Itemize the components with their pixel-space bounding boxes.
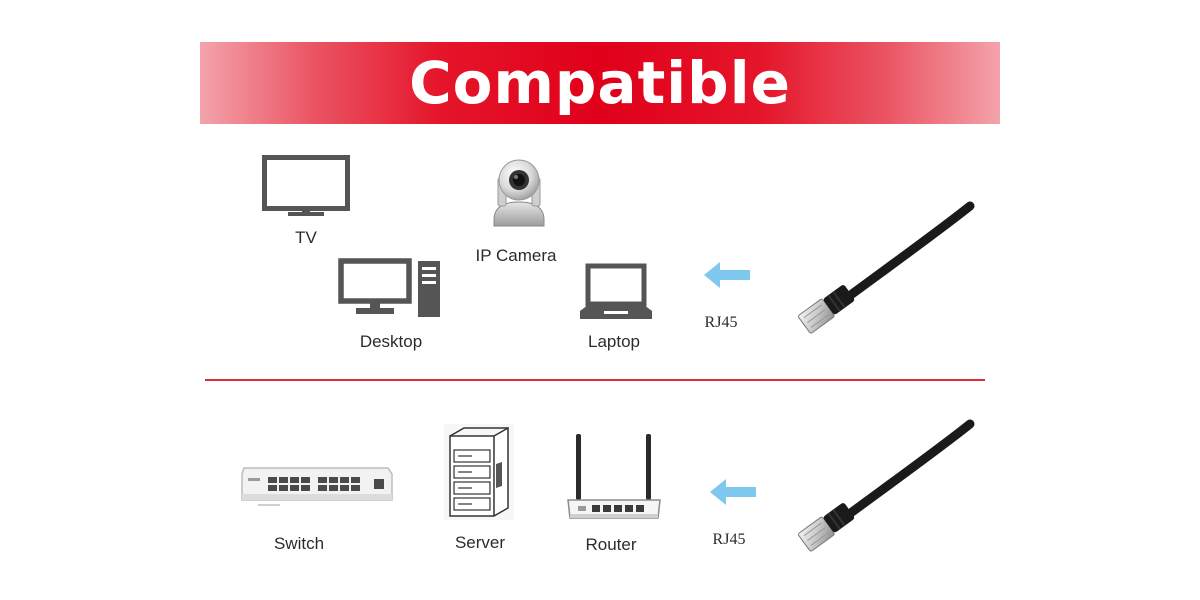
router-label: Router — [585, 535, 637, 554]
switch-icon — [238, 464, 394, 510]
tv-label: TV — [295, 228, 317, 247]
server-label: Server — [454, 533, 506, 552]
arrow-left-icon — [704, 262, 752, 288]
server-icon — [444, 424, 514, 520]
ip-camera-icon — [488, 150, 550, 230]
switch-label: Switch — [273, 534, 325, 553]
desktop-label: Desktop — [359, 332, 423, 351]
compatible-banner: Compatible — [200, 42, 1000, 124]
desktop-icon — [338, 258, 444, 320]
laptop-icon — [580, 263, 652, 321]
tv-icon — [262, 155, 350, 217]
section-divider — [205, 379, 985, 381]
banner-title: Compatible — [409, 49, 791, 117]
arrow-left-icon — [710, 479, 758, 505]
ip-camera-label: IP Camera — [475, 246, 557, 265]
rj45-cable-icon — [790, 200, 980, 340]
router-icon — [566, 432, 662, 522]
rj45-cable-icon — [790, 418, 980, 558]
laptop-label: Laptop — [588, 332, 640, 351]
rj45-label: RJ45 — [704, 314, 738, 331]
rj45-label: RJ45 — [712, 531, 746, 548]
